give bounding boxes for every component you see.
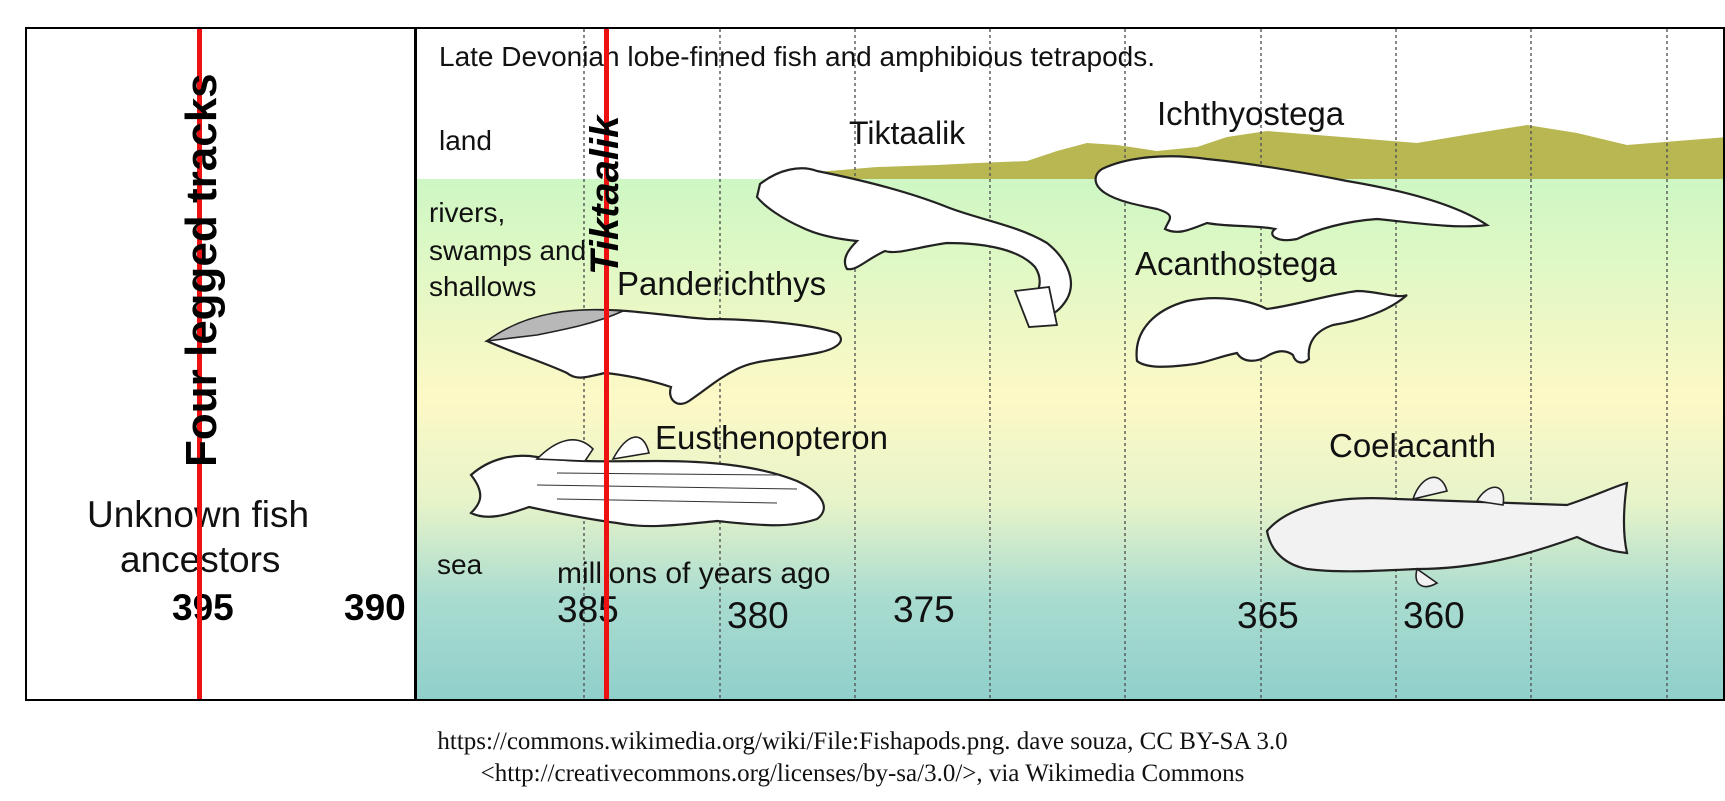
animal-label-panderichthys: Panderichthys — [617, 265, 826, 303]
credit-line-1: https://commons.wikimedia.org/wiki/File:… — [0, 728, 1725, 756]
diagram-frame: Unknown fish ancestors 395 390 — [25, 27, 1725, 701]
credit-line-2: <http://creativecommons.org/licenses/by-… — [0, 760, 1725, 788]
axis-label: millions of years ago — [557, 557, 830, 591]
animal-label-coelacanth: Coelacanth — [1329, 427, 1496, 465]
tick-label-395: 395 — [172, 587, 234, 629]
tick-label-365: 365 — [1237, 595, 1299, 637]
zone-label-land: land — [439, 125, 492, 157]
animal-label-acanthostega: Acanthostega — [1135, 245, 1337, 283]
tick-label-380: 380 — [727, 595, 789, 637]
tick-label-385: 385 — [557, 589, 619, 631]
zone-label-rivers-line1: rivers, — [429, 197, 505, 229]
zone-label-rivers-line3: shallows — [429, 271, 536, 303]
tiktaalik-marker-label: Tiktaalik — [583, 116, 628, 275]
animal-label-tiktaalik: Tiktaalik — [849, 115, 965, 152]
zone-label-rivers-line2: swamps and — [429, 235, 586, 267]
zone-label-sea: sea — [437, 549, 482, 581]
tick-label-360: 360 — [1403, 595, 1465, 637]
animal-label-eusthenopteron: Eusthenopteron — [655, 419, 888, 457]
diagram-title: Late Devonian lobe-finned fish and amphi… — [439, 41, 1155, 73]
four-legged-tracks-label: Four legged tracks — [177, 73, 227, 467]
tick-label-390: 390 — [344, 587, 406, 629]
tick-label-375: 375 — [893, 589, 955, 631]
animal-label-ichthyostega: Ichthyostega — [1157, 95, 1344, 133]
